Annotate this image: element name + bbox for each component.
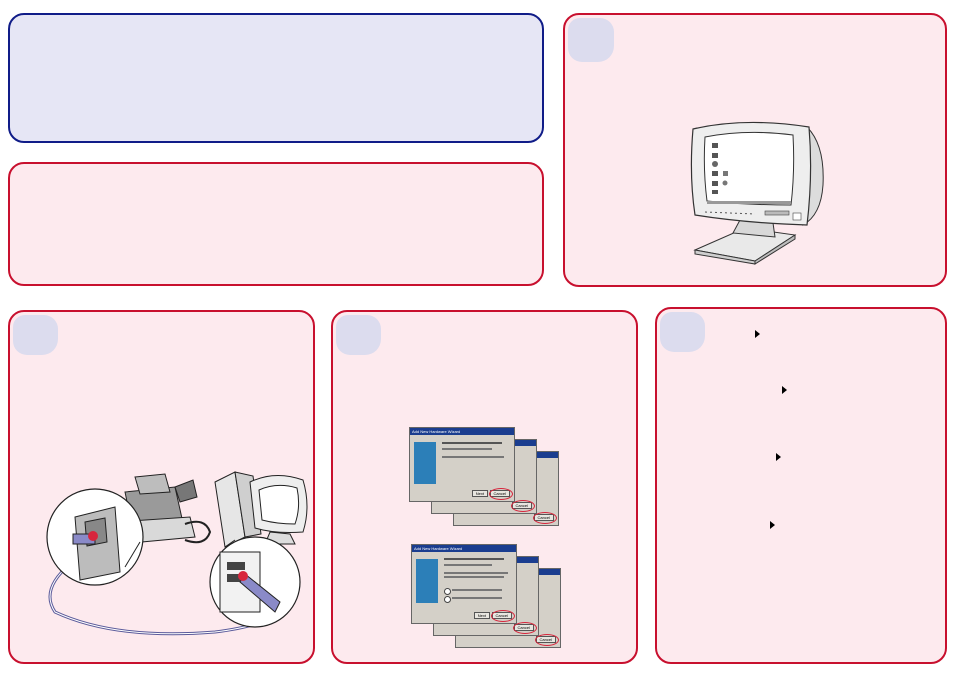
step-1-panel	[563, 13, 947, 287]
wizard-stack-upper: Cancel Cancel Add New Hardware Wizard Ne…	[409, 427, 559, 527]
wizard-window: Add New Hardware Wizard Next Cancel	[409, 427, 515, 502]
step-4-panel	[655, 307, 947, 664]
monitor-icon	[690, 121, 824, 265]
step-3-panel: Cancel Cancel Add New Hardware Wizard Ne…	[331, 310, 638, 664]
step-badge	[660, 312, 705, 352]
step-badge	[568, 18, 614, 62]
wizard-title-bar: Add New Hardware Wizard	[412, 545, 516, 552]
wizard-next-button[interactable]: Next	[473, 612, 490, 619]
menu-arrow-icon	[776, 453, 781, 461]
usb-cable-icon	[46, 471, 308, 636]
menu-arrow-icon	[755, 330, 760, 338]
menu-arrow-icon	[770, 521, 775, 529]
wizard-window: Add New Hardware Wizard Next Cancel	[411, 544, 517, 624]
menu-arrow-icon	[782, 386, 787, 394]
wizard-stack-lower: Cancel Cancel Add New Hardware Wizard Ne…	[411, 544, 561, 649]
wizard-title-bar: Add New Hardware Wizard	[410, 428, 514, 435]
step-2-panel	[8, 310, 315, 664]
step-badge	[336, 315, 381, 355]
intro-panel	[8, 13, 544, 143]
wizard-next-button[interactable]: Next	[471, 490, 488, 497]
notice-panel	[8, 162, 544, 286]
step-badge	[13, 315, 58, 355]
